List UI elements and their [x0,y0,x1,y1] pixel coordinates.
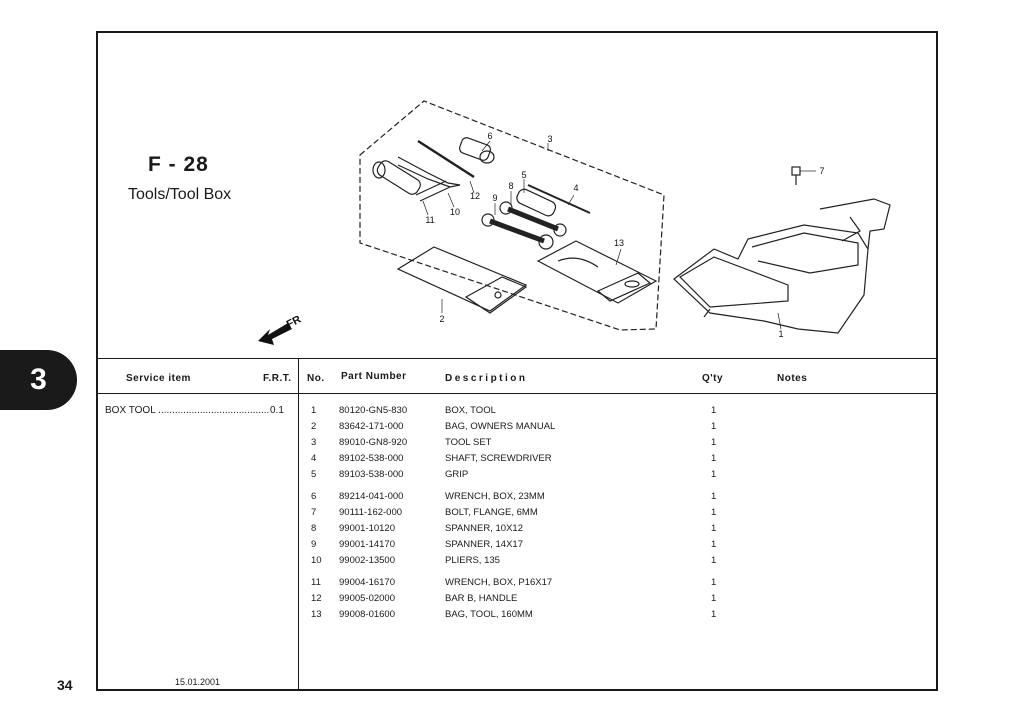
part-qty: 1 [711,469,717,480]
pliers-drawing [397,156,461,202]
part-qty: 1 [711,555,717,566]
header-qty: Q'ty [702,373,724,384]
screwdriver-shaft-drawing [527,184,591,214]
table-top-rule [98,358,936,359]
part-no: 3 [311,437,317,448]
grip-drawing [516,188,557,217]
part-number: 89102-538-000 [339,453,404,464]
exploded-parts-diagram: FR 1 2 3 4 5 6 7 8 9 10 11 12 13 [258,100,891,345]
figure-code: F - 28 [148,153,209,176]
part-no: 13 [311,609,322,620]
part-no: 9 [311,539,317,550]
spanner-10x12-drawing [499,201,567,237]
callout-2: 2 [439,314,444,324]
figure-title: Tools/Tool Box [128,186,232,203]
part-no: 11 [311,577,321,588]
part-description: BAG, OWNERS MANUAL [445,421,556,432]
callout-12: 12 [470,191,480,201]
part-number: 99001-10120 [339,523,395,534]
part-number: 89214-041-000 [339,491,404,502]
header-part-number: Part Number [341,371,407,382]
part-number: 90111-162-000 [339,507,403,518]
header-notes: Notes [777,373,808,384]
callout-13: 13 [614,238,624,248]
part-no: 4 [311,453,317,464]
part-qty: 1 [711,609,717,620]
part-description: BOLT, FLANGE, 6MM [445,507,538,518]
part-description: PLIERS, 135 [445,555,500,566]
callout-11: 11 [425,215,434,225]
callout-3: 3 [547,134,552,144]
callout-1: 1 [778,329,783,339]
front-direction-arrow: FR [258,313,303,345]
header-description: Description [445,373,528,384]
tool-set-outline [359,100,665,331]
part-number: 99001-14170 [339,539,395,550]
part-description: GRIP [445,469,469,480]
tool-box-drawing [673,198,891,334]
part-description: SPANNER, 10X12 [445,523,523,534]
part-qty: 1 [711,453,717,464]
part-qty: 1 [711,539,717,550]
callout-4: 4 [573,183,578,193]
callout-8: 8 [508,181,513,191]
owners-manual-bag-drawing [396,246,528,314]
part-description: BOX, TOOL [445,405,496,416]
service-item-frt: 0.1 [270,405,284,416]
service-item-name: BOX TOOL ...............................… [105,405,270,416]
part-qty: 1 [711,593,717,604]
part-no: 12 [311,593,322,604]
part-no: 6 [311,491,317,502]
callout-10: 10 [450,207,460,217]
part-number: 89010-GN8-920 [339,437,408,448]
part-qty: 1 [711,405,717,416]
part-description: TOOL SET [445,437,492,448]
part-description: WRENCH, BOX, 23MM [445,491,545,502]
part-number: 99005-02000 [339,593,395,604]
part-description: SHAFT, SCREWDRIVER [445,453,552,464]
section-tab: 3 [0,350,77,410]
part-description: SPANNER, 14X17 [445,539,523,550]
callout-9: 9 [492,193,497,203]
callout-6: 6 [487,131,492,141]
part-description: WRENCH, BOX, P16X17 [445,577,553,588]
flange-bolt-drawing [791,166,801,185]
callout-7: 7 [819,166,824,176]
part-no: 2 [311,421,317,432]
part-qty: 1 [711,577,717,588]
part-number: 80120-GN5-830 [339,405,408,416]
catalog-frame: F - 28 Tools/Tool Box [96,31,938,691]
part-no: 1 [311,405,317,416]
part-qty: 1 [711,523,717,534]
part-number: 99002-13500 [339,555,395,566]
part-no: 10 [311,555,322,566]
part-number: 89103-538-000 [339,469,404,480]
part-description: BAG, TOOL, 160MM [445,609,533,620]
part-no: 7 [311,507,317,518]
part-number: 83642-171-000 [339,421,404,432]
spanner-14x17-drawing [481,213,554,250]
handle-bar-drawing [417,139,475,179]
part-qty: 1 [711,421,717,432]
part-number: 99004-16170 [339,577,395,588]
tool-bag-drawing [536,240,658,304]
part-qty: 1 [711,491,717,502]
section-tab-number: 3 [30,363,47,396]
header-service-item: Service item [126,373,191,384]
page-number: 34 [57,677,73,693]
revision-date: 15.01.2001 [175,677,221,687]
part-qty: 1 [711,437,717,448]
part-description: BAR B, HANDLE [445,593,518,604]
box-wrench-23mm-drawing [458,137,495,164]
part-no: 8 [311,523,317,534]
part-no: 5 [311,469,317,480]
box-wrench-p16x17-drawing [372,160,421,195]
header-no: No. [307,373,325,384]
part-number: 99008-01600 [339,609,395,620]
table-header-rule [98,393,936,394]
part-qty: 1 [711,507,717,518]
header-frt: F.R.T. [263,373,292,384]
column-divider [298,358,299,689]
callout-5: 5 [521,170,526,180]
